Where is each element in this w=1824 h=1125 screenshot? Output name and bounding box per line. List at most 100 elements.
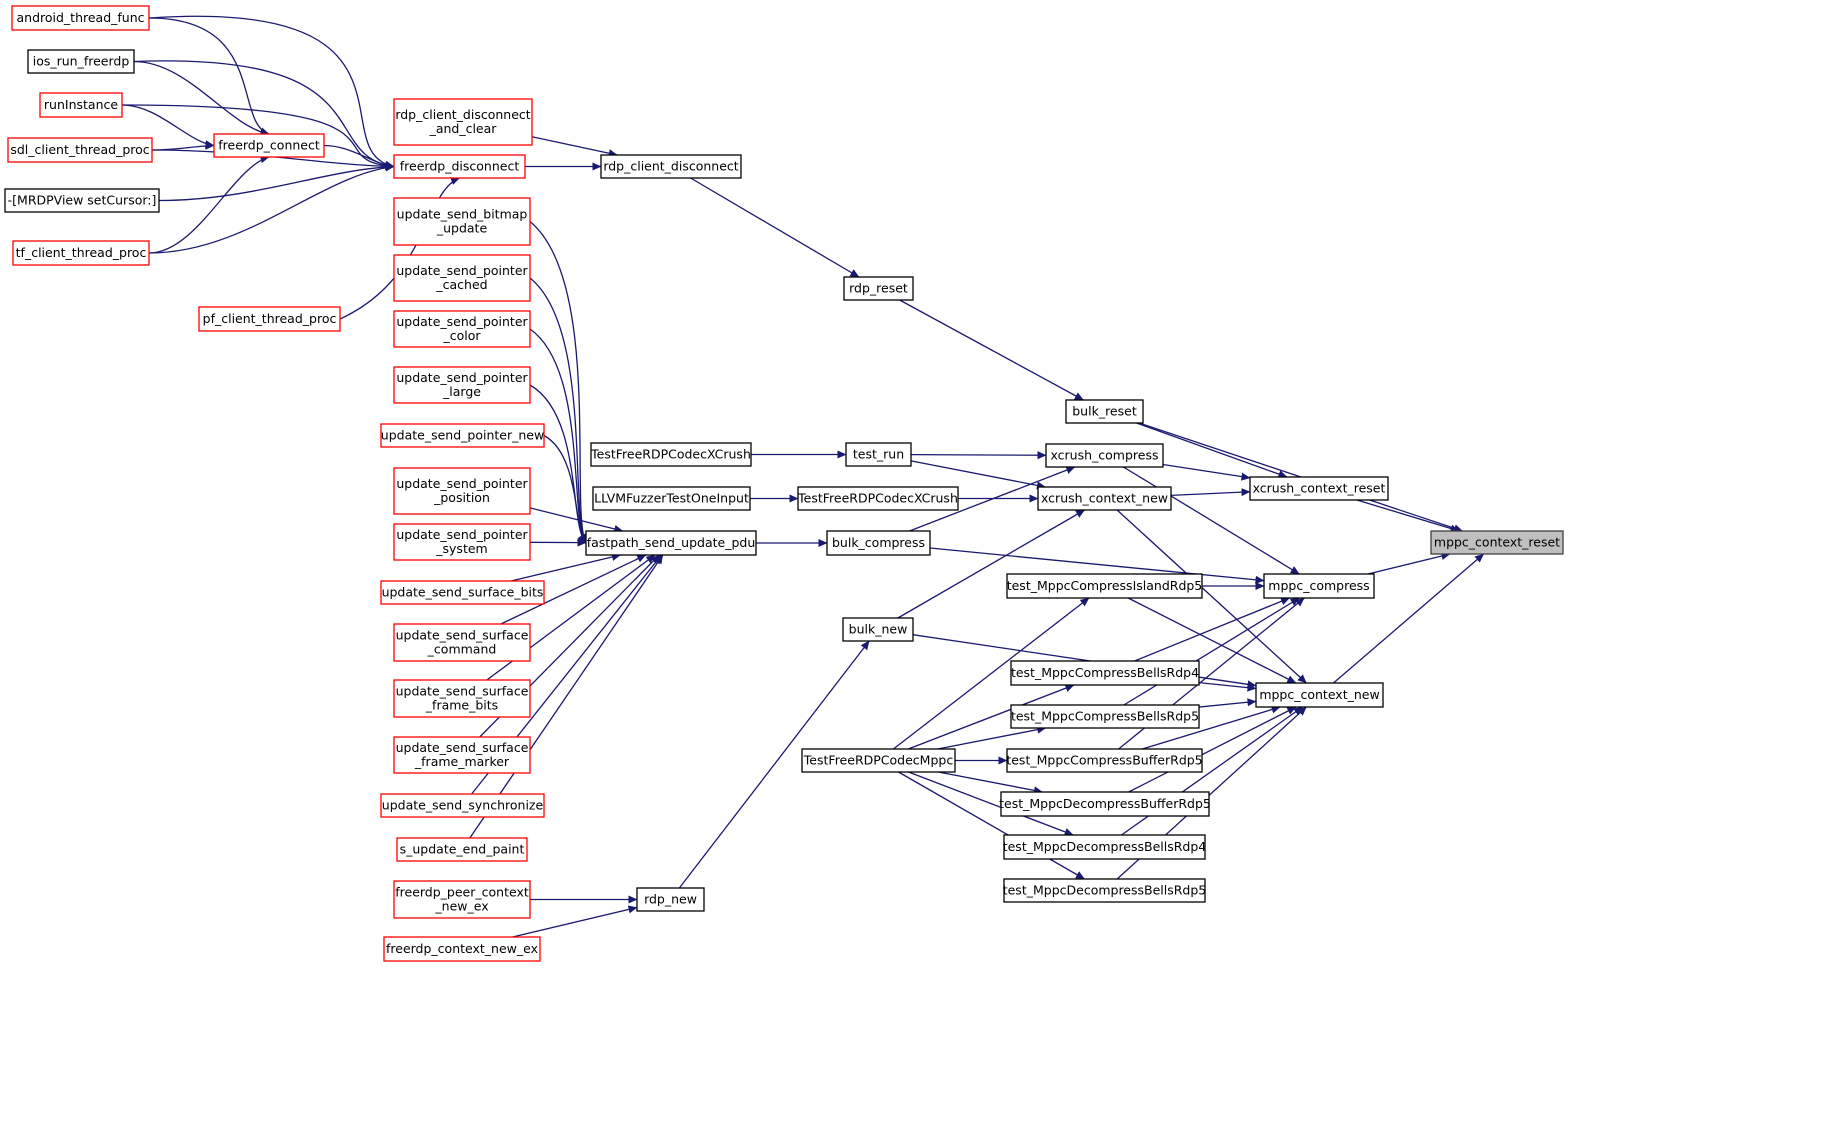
node-freerdp_peer_context_new_ex[interactable]: freerdp_peer_context_new_ex — [393, 880, 531, 919]
node-xcrush_context_reset[interactable]: xcrush_context_reset — [1249, 476, 1389, 501]
node-update_send_pointer_large[interactable]: update_send_pointer_large — [393, 366, 531, 404]
call-edge-xcrush_compress-to-xcrush_context_reset — [1162, 463, 1251, 481]
call-edge-rdp_client_disconnect_and_clear-to-rdp_client_disconnect — [531, 136, 618, 158]
node-update_send_pointer_system[interactable]: update_send_pointer_system — [393, 523, 531, 561]
node-test_run[interactable]: test_run — [845, 442, 912, 467]
node-ios_run_freerdp[interactable]: ios_run_freerdp — [27, 49, 135, 74]
node-box — [1255, 682, 1384, 708]
node-label-line: ios_run_freerdp — [33, 54, 130, 69]
node-update_send_pointer_color[interactable]: update_send_pointer_color — [393, 310, 531, 348]
node-pf_client_thread_proc[interactable]: pf_client_thread_proc — [198, 306, 341, 332]
node-label-line: freerdp_disconnect — [400, 159, 520, 174]
node-bulk_reset[interactable]: bulk_reset — [1065, 399, 1144, 424]
call-edge-tf_client_thread_proc-to-freerdp_connect — [148, 155, 270, 254]
node-update_send_surface_frame_bits[interactable]: update_send_surface_frame_bits — [393, 679, 531, 718]
node-box — [393, 467, 531, 515]
node-runInstance[interactable]: runInstance — [39, 92, 123, 118]
call-edge-rdp_client_disconnect-to-rdp_reset — [690, 177, 860, 278]
node-box — [380, 580, 545, 605]
node-box — [393, 679, 531, 718]
node-label-line: android_thread_func — [16, 10, 144, 25]
node-label-line: _new_ex — [434, 899, 488, 914]
node-mppc_context_reset[interactable]: mppc_context_reset — [1430, 530, 1564, 555]
node-label-line: test_MppcCompressBufferRdp5 — [1006, 753, 1202, 768]
node-box — [393, 736, 531, 774]
node-mrdpview[interactable]: -[MRDPView setCursor:] — [4, 188, 160, 213]
node-update_send_surface_command[interactable]: update_send_surface_command — [393, 623, 531, 662]
node-bulk_new[interactable]: bulk_new — [842, 617, 914, 642]
node-mppc_compress[interactable]: mppc_compress — [1263, 573, 1375, 599]
node-label-line: test_MppcCompressBellsRdp4 — [1011, 665, 1199, 680]
call-edge-rdp_new-to-bulk_new — [678, 640, 870, 889]
node-label-line: _position — [433, 490, 490, 505]
node-label-line: update_send_pointer — [396, 476, 528, 491]
call-edge-sdl_client_thread_proc-to-freerdp_connect — [151, 141, 215, 151]
node-s_update_end_paint[interactable]: s_update_end_paint — [396, 837, 528, 862]
node-xcrush_compress[interactable]: xcrush_compress — [1045, 443, 1164, 468]
node-android_thread_func[interactable]: android_thread_func — [11, 5, 150, 31]
node-bulk_compress[interactable]: bulk_compress — [826, 530, 931, 556]
node-update_send_surface_frame_marker[interactable]: update_send_surface_frame_marker — [393, 736, 531, 774]
node-test_MppcDecompressBufferRdp5[interactable]: test_MppcDecompressBufferRdp5 — [999, 791, 1211, 817]
call-edge-xcrush_context_reset-to-mppc_context_reset — [1356, 499, 1460, 533]
node-tf_client_thread_proc[interactable]: tf_client_thread_proc — [12, 240, 150, 266]
node-label-line: mppc_context_new — [1259, 687, 1379, 702]
node-box — [39, 92, 123, 118]
node-test_MppcCompressIslandRdp5[interactable]: test_MppcCompressIslandRdp5 — [1006, 573, 1203, 599]
node-TestFreeRDPCodecMppc[interactable]: TestFreeRDPCodecMppc — [801, 748, 956, 773]
node-update_send_pointer_position[interactable]: update_send_pointer_position — [393, 467, 531, 515]
node-label-line: freerdp_peer_context — [395, 885, 529, 900]
node-box — [213, 133, 325, 158]
node-box — [1006, 573, 1203, 599]
node-label-line: sdl_client_thread_proc — [10, 142, 149, 157]
node-rdp_reset[interactable]: rdp_reset — [843, 276, 914, 301]
call-edge-test_MppcCompressBellsRdp5-to-mppc_context_new — [1198, 698, 1257, 708]
node-test_MppcDecompressBellsRdp4[interactable]: test_MppcDecompressBellsRdp4 — [1003, 834, 1207, 860]
node-test_MppcDecompressBellsRdp5[interactable]: test_MppcDecompressBellsRdp5 — [1003, 878, 1207, 903]
node-box — [198, 306, 341, 332]
node-update_send_pointer_cached[interactable]: update_send_pointer_cached — [393, 254, 531, 302]
node-label-line: _color — [442, 328, 481, 343]
call-edge-test_MppcCompressBufferRdp5-to-mppc_compress — [1118, 597, 1305, 750]
node-label-line: _and_clear — [429, 121, 498, 136]
node-LLVMFuzzerTestOneInput[interactable]: LLVMFuzzerTestOneInput — [592, 486, 751, 511]
call-edge-bulk_new-to-xcrush_context_new — [897, 509, 1086, 619]
node-test_MppcCompressBellsRdp5[interactable]: test_MppcCompressBellsRdp5 — [1010, 704, 1200, 729]
call-edge-update_send_pointer_color-to-fastpath_send_update_pdu — [529, 328, 587, 544]
call-edge-android_thread_func-to-freerdp_connect — [148, 17, 270, 136]
node-freerdp_context_new_ex[interactable]: freerdp_context_new_ex — [383, 936, 541, 962]
node-TestFreeRDPCodecXCrush_a[interactable]: TestFreeRDPCodecXCrush — [590, 442, 752, 467]
node-label-line: test_MppcDecompressBellsRdp4 — [1003, 839, 1207, 854]
node-fastpath_send_update_pdu[interactable]: fastpath_send_update_pdu — [585, 530, 757, 556]
node-test_MppcCompressBufferRdp5[interactable]: test_MppcCompressBufferRdp5 — [1006, 748, 1203, 773]
node-freerdp_disconnect[interactable]: freerdp_disconnect — [393, 154, 526, 179]
node-box — [1065, 399, 1144, 424]
node-test_MppcCompressBellsRdp4[interactable]: test_MppcCompressBellsRdp4 — [1010, 660, 1200, 686]
node-sdl_client_thread_proc[interactable]: sdl_client_thread_proc — [7, 137, 153, 163]
node-update_send_pointer_new[interactable]: update_send_pointer_new — [380, 423, 545, 448]
node-rdp_new[interactable]: rdp_new — [636, 887, 705, 912]
node-xcrush_context_new[interactable]: xcrush_context_new — [1037, 486, 1172, 511]
node-rdp_client_disconnect_and_clear[interactable]: rdp_client_disconnect_and_clear — [393, 98, 533, 146]
node-box — [826, 530, 931, 556]
node-label-line: mppc_compress — [1268, 578, 1369, 593]
call-edge-freerdp_connect-to-freerdp_disconnect — [323, 144, 395, 170]
node-box — [1263, 573, 1375, 599]
node-mppc_context_new[interactable]: mppc_context_new — [1255, 682, 1384, 708]
node-update_send_surface_bits[interactable]: update_send_surface_bits — [380, 580, 545, 605]
node-label-line: rdp_new — [644, 892, 697, 907]
call-edge-rdp_reset-to-bulk_reset — [899, 299, 1084, 401]
node-TestFreeRDPCodecXCrush_b[interactable]: TestFreeRDPCodecXCrush — [797, 486, 959, 511]
node-box — [396, 837, 528, 862]
node-label-line: freerdp_connect — [218, 138, 320, 153]
call-edge-update_send_surface_bits-to-fastpath_send_update_pdu — [510, 553, 621, 582]
node-update_send_bitmap_update[interactable]: update_send_bitmap_update — [393, 197, 531, 246]
call-edge-test_run-to-xcrush_context_new — [910, 460, 1046, 490]
call-edge-bulk_compress-to-xcrush_compress — [909, 466, 1076, 532]
node-freerdp_connect[interactable]: freerdp_connect — [213, 133, 325, 158]
call-edge-freerdp_context_new_ex-to-rdp_new — [512, 905, 638, 938]
node-update_send_synchronize[interactable]: update_send_synchronize — [380, 793, 545, 818]
call-edge-runInstance-to-freerdp_disconnect — [121, 104, 395, 170]
node-box — [842, 617, 914, 642]
node-rdp_client_disconnect[interactable]: rdp_client_disconnect — [600, 154, 742, 179]
